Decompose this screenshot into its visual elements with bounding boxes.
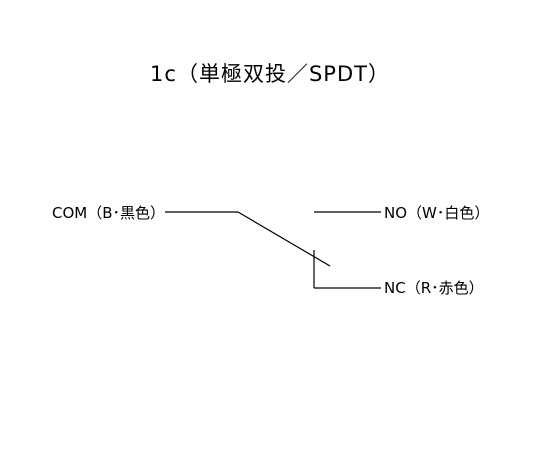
switch-blade bbox=[237, 211, 331, 267]
com-terminal-label: COM（B･黒色） bbox=[52, 204, 166, 222]
nc-terminal-label: NC（R･赤色） bbox=[384, 279, 484, 297]
no-terminal-label: NO（W･白色） bbox=[384, 204, 490, 222]
diagram-title: 1c（単極双投／SPDT） bbox=[150, 62, 390, 86]
